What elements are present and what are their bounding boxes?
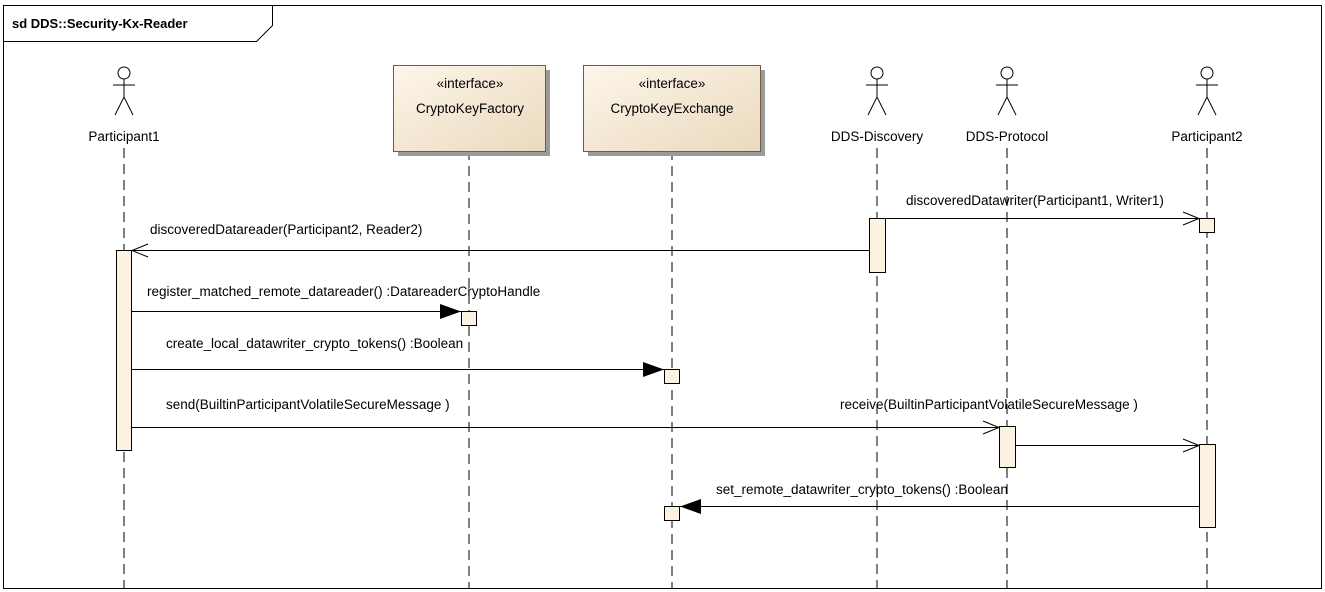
actor-dds-protocol: DDS-Protocol [966, 66, 1049, 144]
activation-bar-dds-protocol [999, 426, 1016, 468]
interface-box [583, 65, 761, 152]
actor-icon [866, 66, 888, 116]
interface-crypto-key-factory: «interface» CryptoKeyFactory [393, 65, 550, 156]
actor-dds-discovery: DDS-Discovery [831, 66, 924, 144]
open-arrowhead [1182, 438, 1201, 453]
actor-label: Participant1 [88, 129, 159, 144]
activation-bar-participant2-m1 [1199, 218, 1215, 233]
interface-stereotype: «interface» [437, 76, 504, 91]
filled-arrowhead [643, 362, 664, 377]
interface-label: CryptoKeyExchange [610, 101, 733, 116]
actor-label: DDS-Discovery [831, 129, 924, 144]
filled-arrowhead [440, 304, 461, 319]
activation-bar-crypto-key-exchange-m7 [664, 506, 680, 521]
message-label: create_local_datawriter_crypto_tokens() … [166, 336, 463, 351]
open-arrowhead [130, 243, 149, 258]
message-label: receive(BuiltinParticipantVolatileSecure… [840, 397, 1138, 412]
frame-title-tab [3, 5, 273, 42]
actor-label: DDS-Protocol [966, 129, 1049, 144]
message-discovered-datawriter: discoveredDatawriter(Participant1, Write… [885, 193, 1201, 226]
message-label: register_matched_remote_datareader() :Da… [147, 284, 540, 299]
open-arrowhead [1182, 211, 1201, 226]
activation-bar-dds-discovery [869, 218, 886, 273]
open-arrowhead [982, 420, 1001, 435]
message-label: discoveredDatawriter(Participant1, Write… [906, 193, 1164, 208]
activation-bar-participant1 [116, 250, 132, 451]
message-discovered-datareader: discoveredDatareader(Participant2, Reade… [130, 222, 869, 258]
message-label: set_remote_datawriter_crypto_tokens() :B… [716, 482, 1008, 497]
message-set-remote-datawriter-crypto-tokens: set_remote_datawriter_crypto_tokens() :B… [680, 482, 1199, 514]
frame-title: sd DDS::Security-Kx-Reader [12, 16, 188, 31]
actor-icon [996, 66, 1018, 116]
interface-crypto-key-exchange: «interface» CryptoKeyExchange [583, 65, 765, 156]
interface-label: CryptoKeyFactory [416, 101, 524, 116]
message-label: discoveredDatareader(Participant2, Reade… [150, 222, 422, 237]
actor-participant2: Participant2 [1171, 66, 1243, 144]
message-create-local-datawriter-crypto-tokens: create_local_datawriter_crypto_tokens() … [132, 336, 664, 377]
actor-icon [1196, 66, 1218, 116]
actor-icon [113, 66, 135, 116]
message-register-matched-remote-datareader: register_matched_remote_datareader() :Da… [132, 284, 540, 319]
filled-arrowhead [680, 499, 701, 514]
activation-bar-participant2-m6 [1199, 444, 1216, 528]
interface-box [393, 65, 546, 152]
message-send: send(BuiltinParticipantVolatileSecureMes… [132, 397, 1001, 435]
activation-bar-crypto-key-exchange-m4 [664, 369, 680, 384]
interface-stereotype: «interface» [639, 76, 706, 91]
actor-label: Participant2 [1171, 129, 1242, 144]
activation-bar-crypto-key-factory [461, 311, 477, 326]
message-label: send(BuiltinParticipantVolatileSecureMes… [166, 397, 450, 412]
actor-participant1: Participant1 [88, 66, 160, 144]
message-receive: receive(BuiltinParticipantVolatileSecure… [840, 397, 1201, 453]
